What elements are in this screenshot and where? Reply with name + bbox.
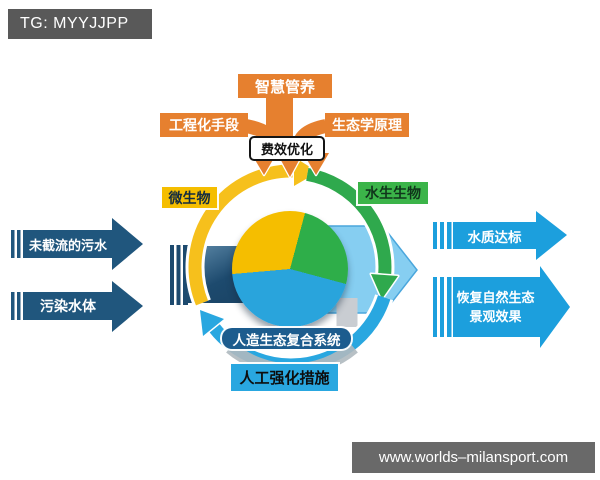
right-arrow2-bar3 [447,277,452,337]
inflow-bar-2 [176,245,181,305]
website-watermark: www.worlds–milansport.com [352,442,595,473]
left-arrow1-bar2 [17,230,21,258]
right-arrow1-bar1 [433,222,437,249]
left-arrow1-bar1 [11,230,15,258]
cyan-arc-arrowhead [198,308,226,338]
right-arrow1-bar3 [447,222,452,249]
label-microorganisms: 微生物 [162,187,217,208]
left-arrow2-bar2 [17,292,21,320]
label-water-quality-standard: 水质达标 [467,229,522,245]
restore-landscape-line2: 景观效果 [469,309,522,324]
label-artificial-ecosystem: 人造生态复合系统 [222,328,351,349]
microorganism-arc [188,164,295,306]
label-artificial-measures: 人工强化措施 [231,364,338,391]
label-restore-landscape: 恢复自然生态 景观效果 [451,279,540,337]
green-arc-arrowhead [369,272,400,301]
right-arrow2-bar2 [440,277,444,337]
tg-watermark: TG: MYYJJPP [8,9,152,39]
right-arrow1-bar2 [440,222,444,249]
inflow-bar-1 [170,245,174,305]
unintercepted-sewage-arrow [23,218,143,270]
left-arrow2-bar1 [11,292,15,320]
box-ecology-principles: 生态学原理 [325,113,409,137]
restore-landscape-arrow [453,266,570,348]
water-quality-arrow [453,211,567,260]
inflow-bar-3 [183,245,188,305]
box-engineering-means: 工程化手段 [160,113,248,137]
box-smart-management: 智慧管养 [238,74,332,98]
label-aquatic-organisms: 水生生物 [358,182,428,204]
label-polluted-water: 污染水体 [40,298,96,314]
gray-block [336,298,358,327]
restore-landscape-line1: 恢复自然生态 [456,290,535,306]
aquatic-arc [306,167,392,276]
ecosystem-pie-chart [232,211,348,327]
right-arrow2-bar1 [433,277,437,337]
label-unintercepted-sewage: 未截流的污水 [28,237,107,253]
box-cost-benefit-optimization: 费效优化 [249,136,325,161]
polluted-water-arrow [23,281,143,332]
